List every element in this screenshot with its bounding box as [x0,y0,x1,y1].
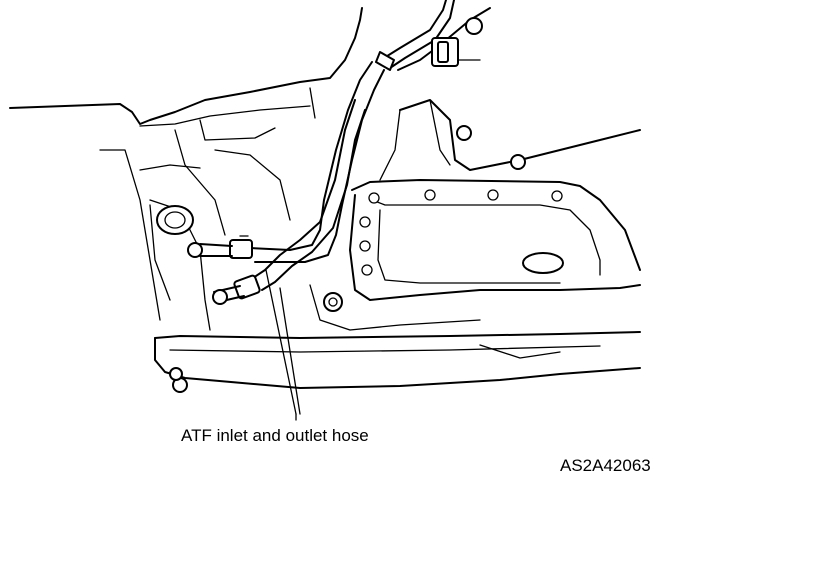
oil-pan [349,179,641,301]
atf-pipe-upper [375,0,483,71]
transmission-case [379,7,641,181]
callout-leaders [265,269,301,421]
figure-id: AS2A42063 [560,456,651,475]
floor-panel [9,7,363,331]
atf-outlet-hose [212,99,366,305]
crossmember [154,331,641,393]
mount-boss [149,204,194,301]
atf-inlet-hose [187,61,385,263]
center-bolt [309,284,481,331]
hose-callout-label: ATF inlet and outlet hose [181,426,369,445]
